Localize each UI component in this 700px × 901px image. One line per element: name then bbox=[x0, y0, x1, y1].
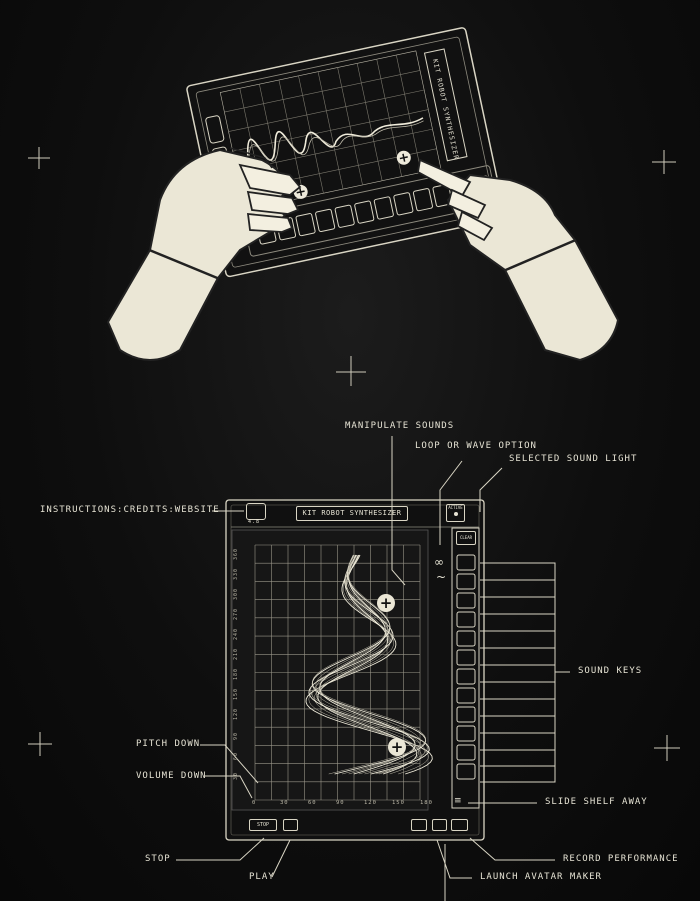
sound-key[interactable] bbox=[456, 611, 476, 628]
sound-key[interactable] bbox=[456, 744, 476, 761]
callout-loop-or-wave: LOOP OR WAVE OPTION bbox=[415, 441, 537, 451]
instructions-button[interactable] bbox=[246, 503, 266, 520]
avatar-maker-button[interactable] bbox=[411, 819, 427, 831]
y-tick-label: 180 bbox=[233, 667, 239, 680]
sound-key[interactable] bbox=[456, 763, 476, 780]
y-tick-label: 330 bbox=[233, 567, 239, 580]
callout-stop: STOP bbox=[145, 854, 171, 864]
play-button[interactable] bbox=[283, 819, 298, 831]
version-label: 4.8 bbox=[248, 519, 261, 525]
clear-button[interactable]: CLEAR bbox=[456, 531, 476, 545]
left-robot-hand bbox=[106, 147, 302, 361]
sound-key[interactable] bbox=[456, 554, 476, 571]
y-tick-label: 270 bbox=[233, 607, 239, 620]
sound-key[interactable] bbox=[456, 649, 476, 666]
callout-selected-sound-light: SELECTED SOUND LIGHT bbox=[509, 454, 638, 464]
loop-option[interactable]: ∞ bbox=[434, 555, 444, 569]
y-tick-label: 210 bbox=[233, 647, 239, 660]
y-tick-label: 150 bbox=[233, 687, 239, 700]
right-robot-hand bbox=[417, 158, 620, 362]
callout-play: PLAY bbox=[249, 872, 275, 882]
sine-wave bbox=[308, 554, 429, 775]
volume-knob-icon[interactable]: + bbox=[388, 738, 406, 756]
sound-key[interactable] bbox=[456, 592, 476, 609]
sound-key[interactable] bbox=[456, 630, 476, 647]
active-toggle[interactable]: ACTIVE bbox=[446, 504, 465, 522]
x-tick-label: 0 bbox=[252, 800, 257, 806]
x-tick-label: 90 bbox=[336, 800, 345, 806]
sound-key[interactable] bbox=[456, 668, 476, 685]
sound-key[interactable] bbox=[456, 725, 476, 742]
sine-wave bbox=[308, 554, 430, 775]
wave-option[interactable]: ~ bbox=[436, 570, 447, 584]
sound-key[interactable] bbox=[456, 687, 476, 704]
y-tick-label: 60 bbox=[233, 751, 239, 760]
x-tick-label: 60 bbox=[308, 800, 317, 806]
sine-wave bbox=[310, 554, 428, 775]
x-tick-label: 30 bbox=[280, 800, 289, 806]
x-tick-label: 120 bbox=[364, 800, 377, 806]
callout-slide-shelf-away: SLIDE SHELF AWAY bbox=[545, 797, 648, 807]
sine-wave bbox=[312, 554, 426, 775]
sine-wave bbox=[314, 554, 422, 775]
y-tick-label: 90 bbox=[233, 731, 239, 740]
active-label: ACTIVE bbox=[448, 505, 463, 510]
pitch-knob-icon[interactable]: + bbox=[377, 594, 395, 612]
stop-button[interactable]: STOP bbox=[249, 819, 277, 831]
sine-wave bbox=[311, 554, 426, 775]
callout-launch-avatar-maker: LAUNCH AVATAR MAKER bbox=[480, 872, 602, 882]
callout-record-performance: RECORD PERFORMANCE bbox=[563, 854, 679, 864]
record-performance-button[interactable] bbox=[451, 819, 468, 831]
callout-instructions: INSTRUCTIONS:CREDITS:WEBSITE bbox=[40, 505, 220, 515]
robot-hands-illustration: KIT ROBOT SYNTHESIZER bbox=[28, 27, 676, 386]
sound-key[interactable] bbox=[456, 573, 476, 590]
sine-wave bbox=[315, 554, 421, 775]
y-tick-label: 240 bbox=[233, 627, 239, 640]
callout-sound-keys: SOUND KEYS bbox=[578, 666, 643, 676]
record-toggle[interactable] bbox=[432, 819, 447, 831]
sine-wave bbox=[305, 554, 433, 775]
sine-wave bbox=[311, 554, 427, 775]
y-tick-label: 300 bbox=[233, 587, 239, 600]
y-tick-label: 360 bbox=[233, 547, 239, 560]
synth-title: KIT ROBOT SYNTHESIZER bbox=[296, 506, 408, 521]
x-tick-label: 180 bbox=[420, 800, 433, 806]
x-tick-label: 150 bbox=[392, 800, 405, 806]
selected-sound-light-icon bbox=[453, 512, 458, 516]
sine-wave bbox=[315, 554, 422, 775]
slide-shelf-icon[interactable]: ≡ bbox=[454, 796, 462, 806]
y-tick-label: 120 bbox=[233, 707, 239, 720]
callout-volume-down: VOLUME DOWN bbox=[136, 771, 207, 781]
callout-manipulate-sounds: MANIPULATE SOUNDS bbox=[345, 421, 455, 431]
crosshair-icon bbox=[28, 147, 676, 386]
callout-pitch-down: PITCH DOWN bbox=[136, 739, 201, 749]
y-tick-label: 30 bbox=[233, 771, 239, 780]
sound-key[interactable] bbox=[456, 706, 476, 723]
